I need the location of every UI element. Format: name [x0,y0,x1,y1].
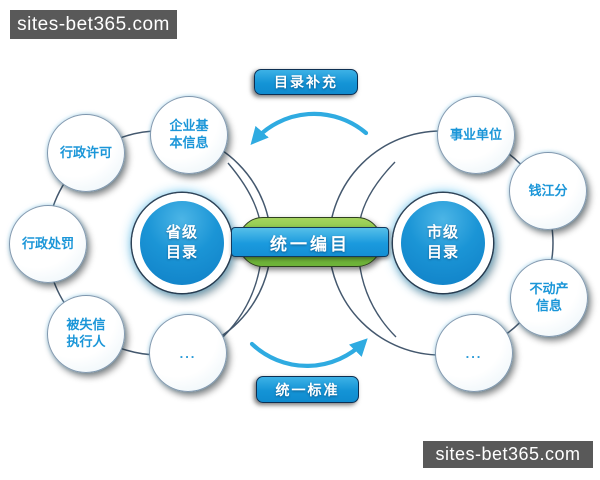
cycle-arc-top [250,111,369,145]
node-enterprise-basic-info-label: 企业基 本信息 [169,118,209,150]
node-admin-penalty-label: 行政处罚 [21,235,74,251]
unified-standard-label: 统一标准 [275,381,340,398]
node-admin-license: 行政许可 [47,114,125,192]
watermark-bottom-text: sites-bet365.com [435,444,581,464]
node-dishonest-executee: 被失信 执行人 [47,295,125,373]
watermark-top: sites-bet365.com [10,10,177,39]
node-realestate-info: 不动产 信息 [510,259,588,337]
unified-catalog-label: 统一编目 [270,234,350,254]
provincial-catalog-hub: 省级 目录 [132,193,232,293]
node-right-more-label: ... [465,345,483,361]
watermark-bottom: sites-bet365.com [423,441,593,468]
cycle-arc-bottom [249,338,368,368]
unified-catalog-pill: 统一编目 [231,227,389,257]
watermark-top-text: sites-bet365.com [17,13,170,35]
node-left-more: ... [149,314,227,392]
node-public-institution-label: 事业单位 [449,126,502,142]
node-admin-penalty: 行政处罚 [9,205,87,283]
left-bottom-connector [222,259,262,338]
unified-standard-badge: 统一标准 [256,376,359,403]
right-bottom-connector [358,259,397,338]
node-qianjiang-score: 钱江分 [509,152,587,230]
node-left-more-label: ... [179,345,197,361]
node-qianjiang-score-label: 钱江分 [528,182,568,198]
node-admin-license-label: 行政许可 [59,144,112,160]
provincial-catalog-label: 省级 目录 [165,223,198,261]
node-public-institution: 事业单位 [437,96,515,174]
node-realestate-info-label: 不动产 信息 [529,281,569,313]
municipal-catalog-label: 市级 目录 [426,223,459,261]
catalog-supplement-label: 目录补充 [274,74,338,90]
node-enterprise-basic-info: 企业基 本信息 [150,96,228,174]
node-dishonest-executee-label: 被失信 执行人 [66,317,106,349]
node-right-more: ... [435,314,513,392]
municipal-catalog-hub: 市级 目录 [393,193,493,293]
catalog-supplement-badge: 目录补充 [254,69,358,95]
